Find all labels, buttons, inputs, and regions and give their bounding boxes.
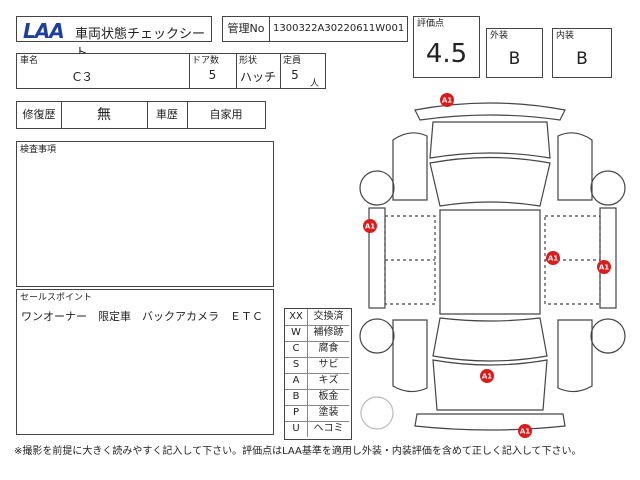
legend-desc: ヘコミ xyxy=(313,423,344,434)
legend-row: A キズ xyxy=(285,373,349,390)
body-type-label: 形状 xyxy=(239,56,258,66)
legend-code: A xyxy=(285,373,308,389)
legend-row: C 腐食 xyxy=(285,341,349,358)
history-row: 修復歴 無 車歴 自家用 xyxy=(16,101,266,129)
repair-history-label: 修復歴 xyxy=(17,102,62,128)
legend-code: U xyxy=(285,421,308,437)
capacity-label: 定員 xyxy=(283,56,302,66)
repair-history-value: 無 xyxy=(61,102,148,128)
legend-code: XX xyxy=(285,309,308,325)
sheet-header: LAA 車両状態チェックシート xyxy=(16,16,212,61)
damage-marker[interactable]: A1 xyxy=(440,93,454,107)
interior-grade-box: 内装 B xyxy=(552,28,612,78)
exterior-grade-box: 外装 B xyxy=(486,28,543,78)
svg-text:A1: A1 xyxy=(365,223,375,231)
car-outline xyxy=(368,102,617,431)
usage-history-label: 車歴 xyxy=(147,102,188,128)
interior-label: 内装 xyxy=(556,31,575,41)
management-number-box: 管理No 1300322A30220611W001 xyxy=(222,16,408,42)
management-label: 管理No xyxy=(223,17,270,41)
usage-history-value: 自家用 xyxy=(209,108,243,121)
capacity-cell: 定員 5 人 xyxy=(280,54,325,89)
legend-row: B 板金 xyxy=(285,389,349,406)
damage-marker[interactable]: A1 xyxy=(546,251,560,265)
legend-row: W 補修跡 xyxy=(285,325,349,342)
doors-value: 5 xyxy=(208,68,217,82)
svg-text:A1: A1 xyxy=(548,255,558,263)
sales-points-box: セールスポイント ワンオーナー 限定車 バックアカメラ ＥＴＣ xyxy=(16,289,274,435)
legend-desc: 塗装 xyxy=(318,407,339,418)
svg-text:A1: A1 xyxy=(520,428,530,436)
car-damage-diagram: A1 A1 A1 A1 A1 A1 xyxy=(359,93,626,438)
management-number: 1300322A30220611W001 xyxy=(273,23,405,34)
inspection-notes-box: 検査事項 xyxy=(16,141,274,287)
legend-code: C xyxy=(285,341,308,357)
sales-points-label: セールスポイント xyxy=(20,293,93,303)
doors-cell: ドア数 5 xyxy=(189,54,237,88)
score-value: 4.5 xyxy=(425,39,468,69)
doors-label: ドア数 xyxy=(192,56,220,66)
legend-code: S xyxy=(285,357,308,373)
legend-row: P 塗装 xyxy=(285,405,349,422)
damage-legend: XX 交換済 W 補修跡 C 腐食 S サビ A キズ B 板金 P 塗装 U ヘコミ xyxy=(284,308,352,440)
damage-marker[interactable]: A1 xyxy=(518,424,532,438)
vehicle-name-cell: 車名 C３ xyxy=(17,54,190,88)
laa-logo: LAA xyxy=(23,19,65,43)
damage-marker[interactable]: A1 xyxy=(597,260,611,274)
legend-code: W xyxy=(285,325,308,341)
svg-text:A1: A1 xyxy=(482,373,492,381)
capacity-value: 5 xyxy=(291,68,299,82)
body-type-cell: 形状 ハッチ xyxy=(236,54,281,88)
legend-row: XX 交換済 xyxy=(285,309,349,326)
inspection-label: 検査事項 xyxy=(20,145,57,155)
tyres xyxy=(359,170,626,430)
body-type-value: ハッチ xyxy=(239,70,276,84)
legend-desc: 交換済 xyxy=(313,311,344,322)
vehicle-info-row: 車名 C３ ドア数 5 形状 ハッチ 定員 5 人 xyxy=(16,53,326,89)
damage-marker[interactable]: A1 xyxy=(363,219,377,233)
grade-score-box: 評価点 4.5 xyxy=(413,16,480,78)
footer-note: ※撮影を前提に大きく読みやすく記入して下さい。評価点はLAA基準を適用し外装・内… xyxy=(14,446,582,457)
legend-desc: 板金 xyxy=(318,391,339,402)
damage-marker[interactable]: A1 xyxy=(480,369,494,383)
legend-desc: 補修跡 xyxy=(313,327,344,338)
score-label: 評価点 xyxy=(417,19,445,29)
legend-row: S サビ xyxy=(285,357,349,374)
exterior-value: B xyxy=(508,49,521,69)
vehicle-name-label: 車名 xyxy=(20,56,39,66)
legend-desc: サビ xyxy=(318,359,339,370)
legend-row: U ヘコミ xyxy=(285,421,349,437)
legend-desc: キズ xyxy=(318,375,339,386)
capacity-unit: 人 xyxy=(310,79,320,89)
legend-code: B xyxy=(285,389,308,405)
interior-value: B xyxy=(576,49,588,69)
exterior-label: 外装 xyxy=(490,31,509,41)
svg-text:A1: A1 xyxy=(442,97,452,105)
legend-code: P xyxy=(285,405,308,421)
vehicle-name: C３ xyxy=(72,70,94,84)
sales-points-text: ワンオーナー 限定車 バックアカメラ ＥＴＣ xyxy=(21,310,263,323)
legend-desc: 腐食 xyxy=(318,343,339,354)
svg-text:A1: A1 xyxy=(599,264,609,272)
